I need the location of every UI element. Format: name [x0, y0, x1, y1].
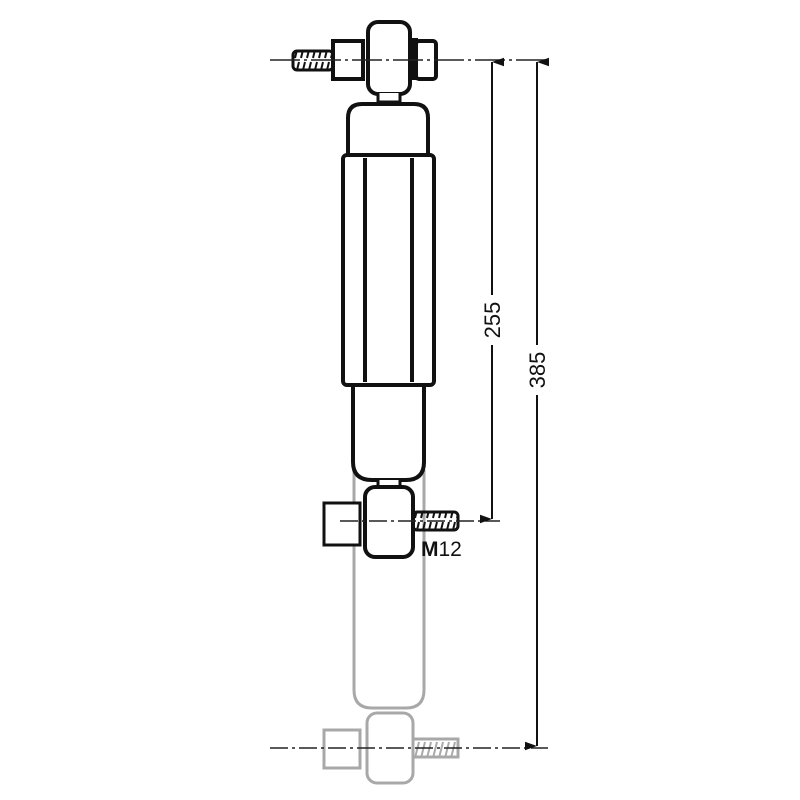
- thread-prefix: M: [421, 538, 439, 561]
- top-eye: [366, 20, 412, 96]
- damper-body: [341, 102, 436, 490]
- ghost-bolt-head: [322, 728, 362, 770]
- thread-size: 12: [439, 538, 462, 561]
- bottom-eye: [363, 485, 415, 559]
- dimension-label-255: 255: [480, 302, 505, 339]
- top-neck: [376, 93, 402, 104]
- top-mount: [291, 20, 438, 104]
- dimension-label-385: 385: [525, 352, 550, 389]
- outer-tube: [341, 153, 436, 387]
- lower-cylinder: [351, 387, 426, 482]
- thread-label: M12: [421, 538, 462, 561]
- dust-cap: [346, 102, 430, 155]
- bottom-bolt-head: [322, 501, 362, 547]
- bottom-mount: [322, 485, 460, 559]
